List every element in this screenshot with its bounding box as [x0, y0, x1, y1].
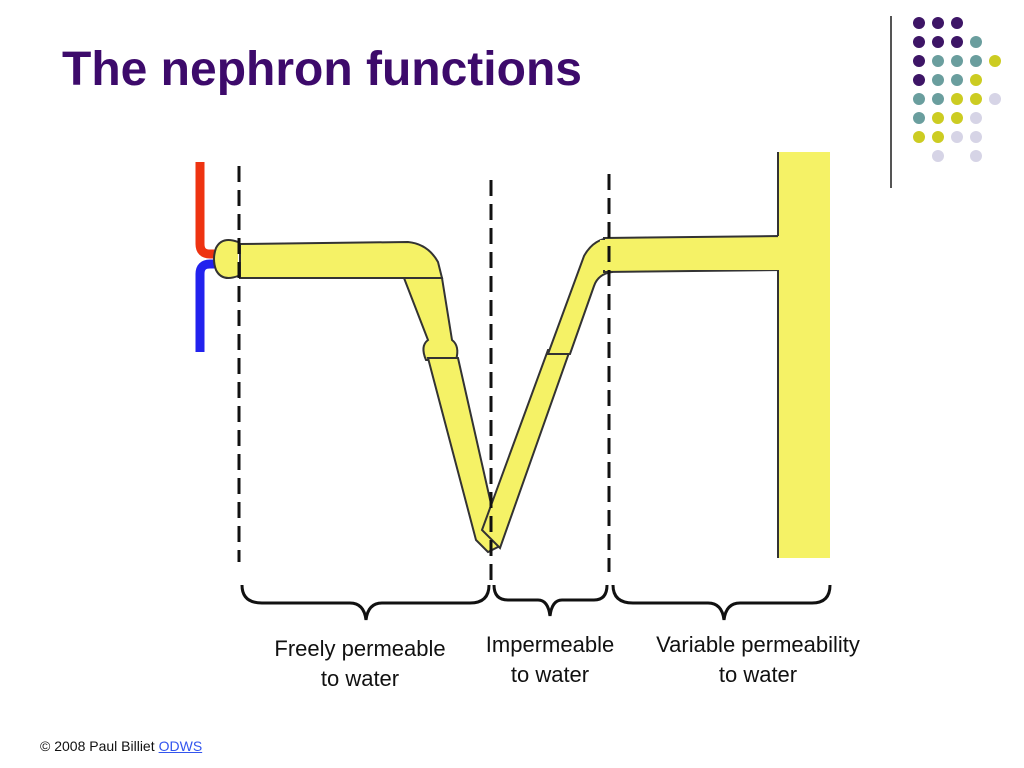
decor-dot: [932, 36, 944, 48]
decor-dot: [913, 36, 925, 48]
decor-dot: [970, 55, 982, 67]
decor-dot: [970, 93, 982, 105]
decor-dot: [932, 74, 944, 86]
efferent-arteriole: [195, 259, 228, 352]
bowmans-capsule: [213, 239, 239, 279]
label-line: Impermeable: [485, 632, 615, 657]
label-line: to water: [718, 662, 798, 687]
decor-dot: [989, 93, 1001, 105]
curly-brace-icon: [492, 584, 609, 617]
decor-dot: [913, 55, 925, 67]
label-line: Variable permeability: [656, 632, 860, 657]
slide-title: The nephron functions: [62, 43, 582, 96]
odws-link[interactable]: ODWS: [158, 738, 203, 754]
label-line: Freely permeable: [274, 636, 446, 661]
decor-dot: [932, 17, 944, 29]
ascending-limb-thin: [480, 349, 572, 550]
afferent-arteriole: [195, 162, 228, 259]
decor-dot: [951, 93, 963, 105]
decor-dot: [913, 112, 925, 124]
curly-brace-icon: [611, 584, 832, 621]
decor-dot: [951, 17, 963, 29]
decor-dot: [932, 55, 944, 67]
label-impermeable: Impermeable to water: [470, 630, 630, 690]
decor-dot: [951, 74, 963, 86]
dot-grid-icon: [913, 17, 1001, 162]
collecting-duct: [778, 152, 830, 558]
decor-dot: [951, 36, 963, 48]
distal-tubule-fill: [600, 240, 784, 270]
decor-dot: [913, 74, 925, 86]
decor-dot: [989, 55, 1001, 67]
decor-dot: [951, 112, 963, 124]
label-freely-permeable: Freely permeable to water: [255, 634, 465, 694]
decor-dot: [913, 131, 925, 143]
decor-dot: [951, 55, 963, 67]
decor-dot: [951, 131, 963, 143]
decor-dot: [970, 36, 982, 48]
decor-dot: [970, 131, 982, 143]
label-line: to water: [510, 662, 590, 687]
copyright-text: © 2008 Paul Billiet: [40, 738, 155, 754]
decor-dot: [970, 74, 982, 86]
label-variable-permeability: Variable permeability to water: [636, 630, 880, 690]
decor-dot: [970, 150, 982, 162]
decor-dot: [913, 17, 925, 29]
curly-brace-icon: [240, 584, 491, 621]
descending-limb-thick: [402, 277, 459, 361]
decor-dot: [932, 93, 944, 105]
header-divider: [890, 16, 892, 188]
nephron-diagram: [195, 152, 832, 621]
decor-dot: [932, 112, 944, 124]
decor-dot: [970, 112, 982, 124]
label-line: to water: [320, 666, 400, 691]
decor-dot: [932, 131, 944, 143]
decor-dot: [932, 150, 944, 162]
proximal-tubule: [239, 240, 444, 279]
decor-dot: [913, 93, 925, 105]
